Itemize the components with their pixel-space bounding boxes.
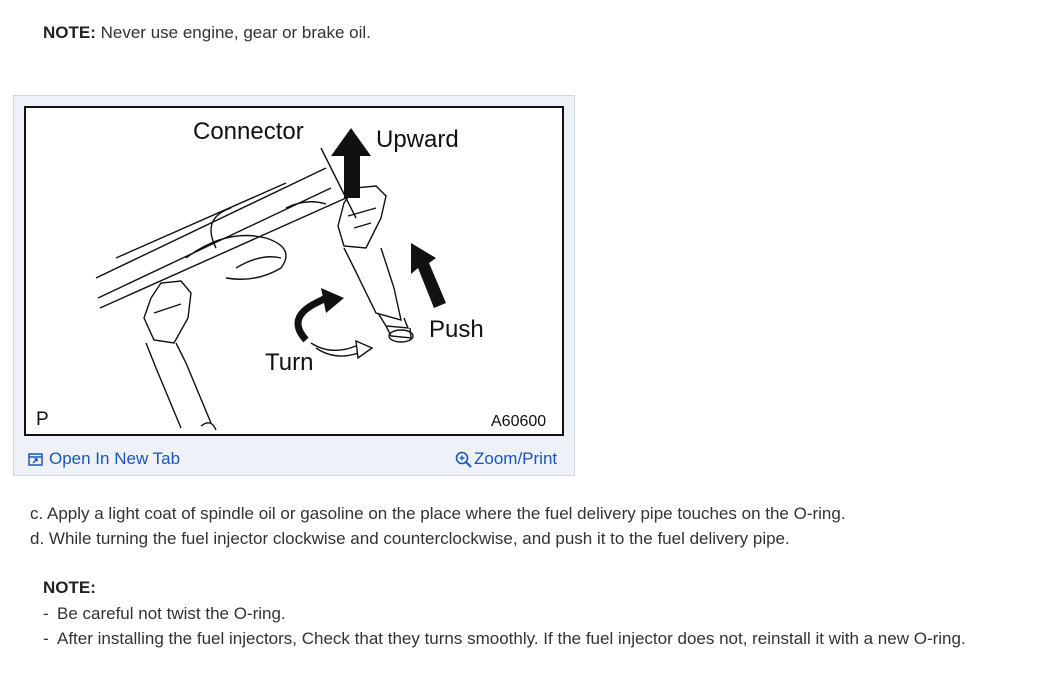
note-bullet: -After installing the fuel injectors, Ch… xyxy=(43,626,966,651)
note-text: Never use engine, gear or brake oil. xyxy=(100,23,371,42)
bullet-text: Be careful not twist the O-ring. xyxy=(57,604,286,623)
figure-toolbar: Open In New Tab Zoom/Print xyxy=(14,440,574,475)
zoom-print-link[interactable]: Zoom/Print xyxy=(455,449,557,469)
instruction-steps: c. Apply a light coat of spindle oil or … xyxy=(30,501,846,551)
open-tab-icon xyxy=(28,452,43,466)
note-bottom-label: NOTE: xyxy=(43,578,96,597)
note-bullets: -Be careful not twist the O-ring. -After… xyxy=(43,601,966,651)
step-d: d. While turning the fuel injector clock… xyxy=(30,529,790,548)
open-new-tab-label: Open In New Tab xyxy=(49,449,181,468)
figure-container: Connector Upward Push Turn P A60600 Open… xyxy=(13,95,575,476)
zoom-icon xyxy=(455,451,472,468)
label-code: A60600 xyxy=(491,413,547,430)
note-label: NOTE: xyxy=(43,23,96,42)
note-bullet: -Be careful not twist the O-ring. xyxy=(43,601,966,626)
bullet-dash: - xyxy=(43,629,49,648)
bullet-dash: - xyxy=(43,604,49,623)
label-turn: Turn xyxy=(265,349,314,376)
injector-diagram[interactable]: Connector Upward Push Turn P A60600 xyxy=(24,106,564,436)
open-new-tab-link[interactable]: Open In New Tab xyxy=(28,449,180,469)
label-corner: P xyxy=(36,409,49,430)
label-upward: Upward xyxy=(376,126,459,153)
bullet-text: After installing the fuel injectors, Che… xyxy=(57,629,966,648)
step-c: c. Apply a light coat of spindle oil or … xyxy=(30,504,846,523)
note-top: NOTE: Never use engine, gear or brake oi… xyxy=(43,22,371,44)
label-connector: Connector xyxy=(193,118,304,145)
injector-illustration xyxy=(95,128,446,431)
label-push: Push xyxy=(429,316,484,343)
zoom-print-label: Zoom/Print xyxy=(474,449,558,468)
